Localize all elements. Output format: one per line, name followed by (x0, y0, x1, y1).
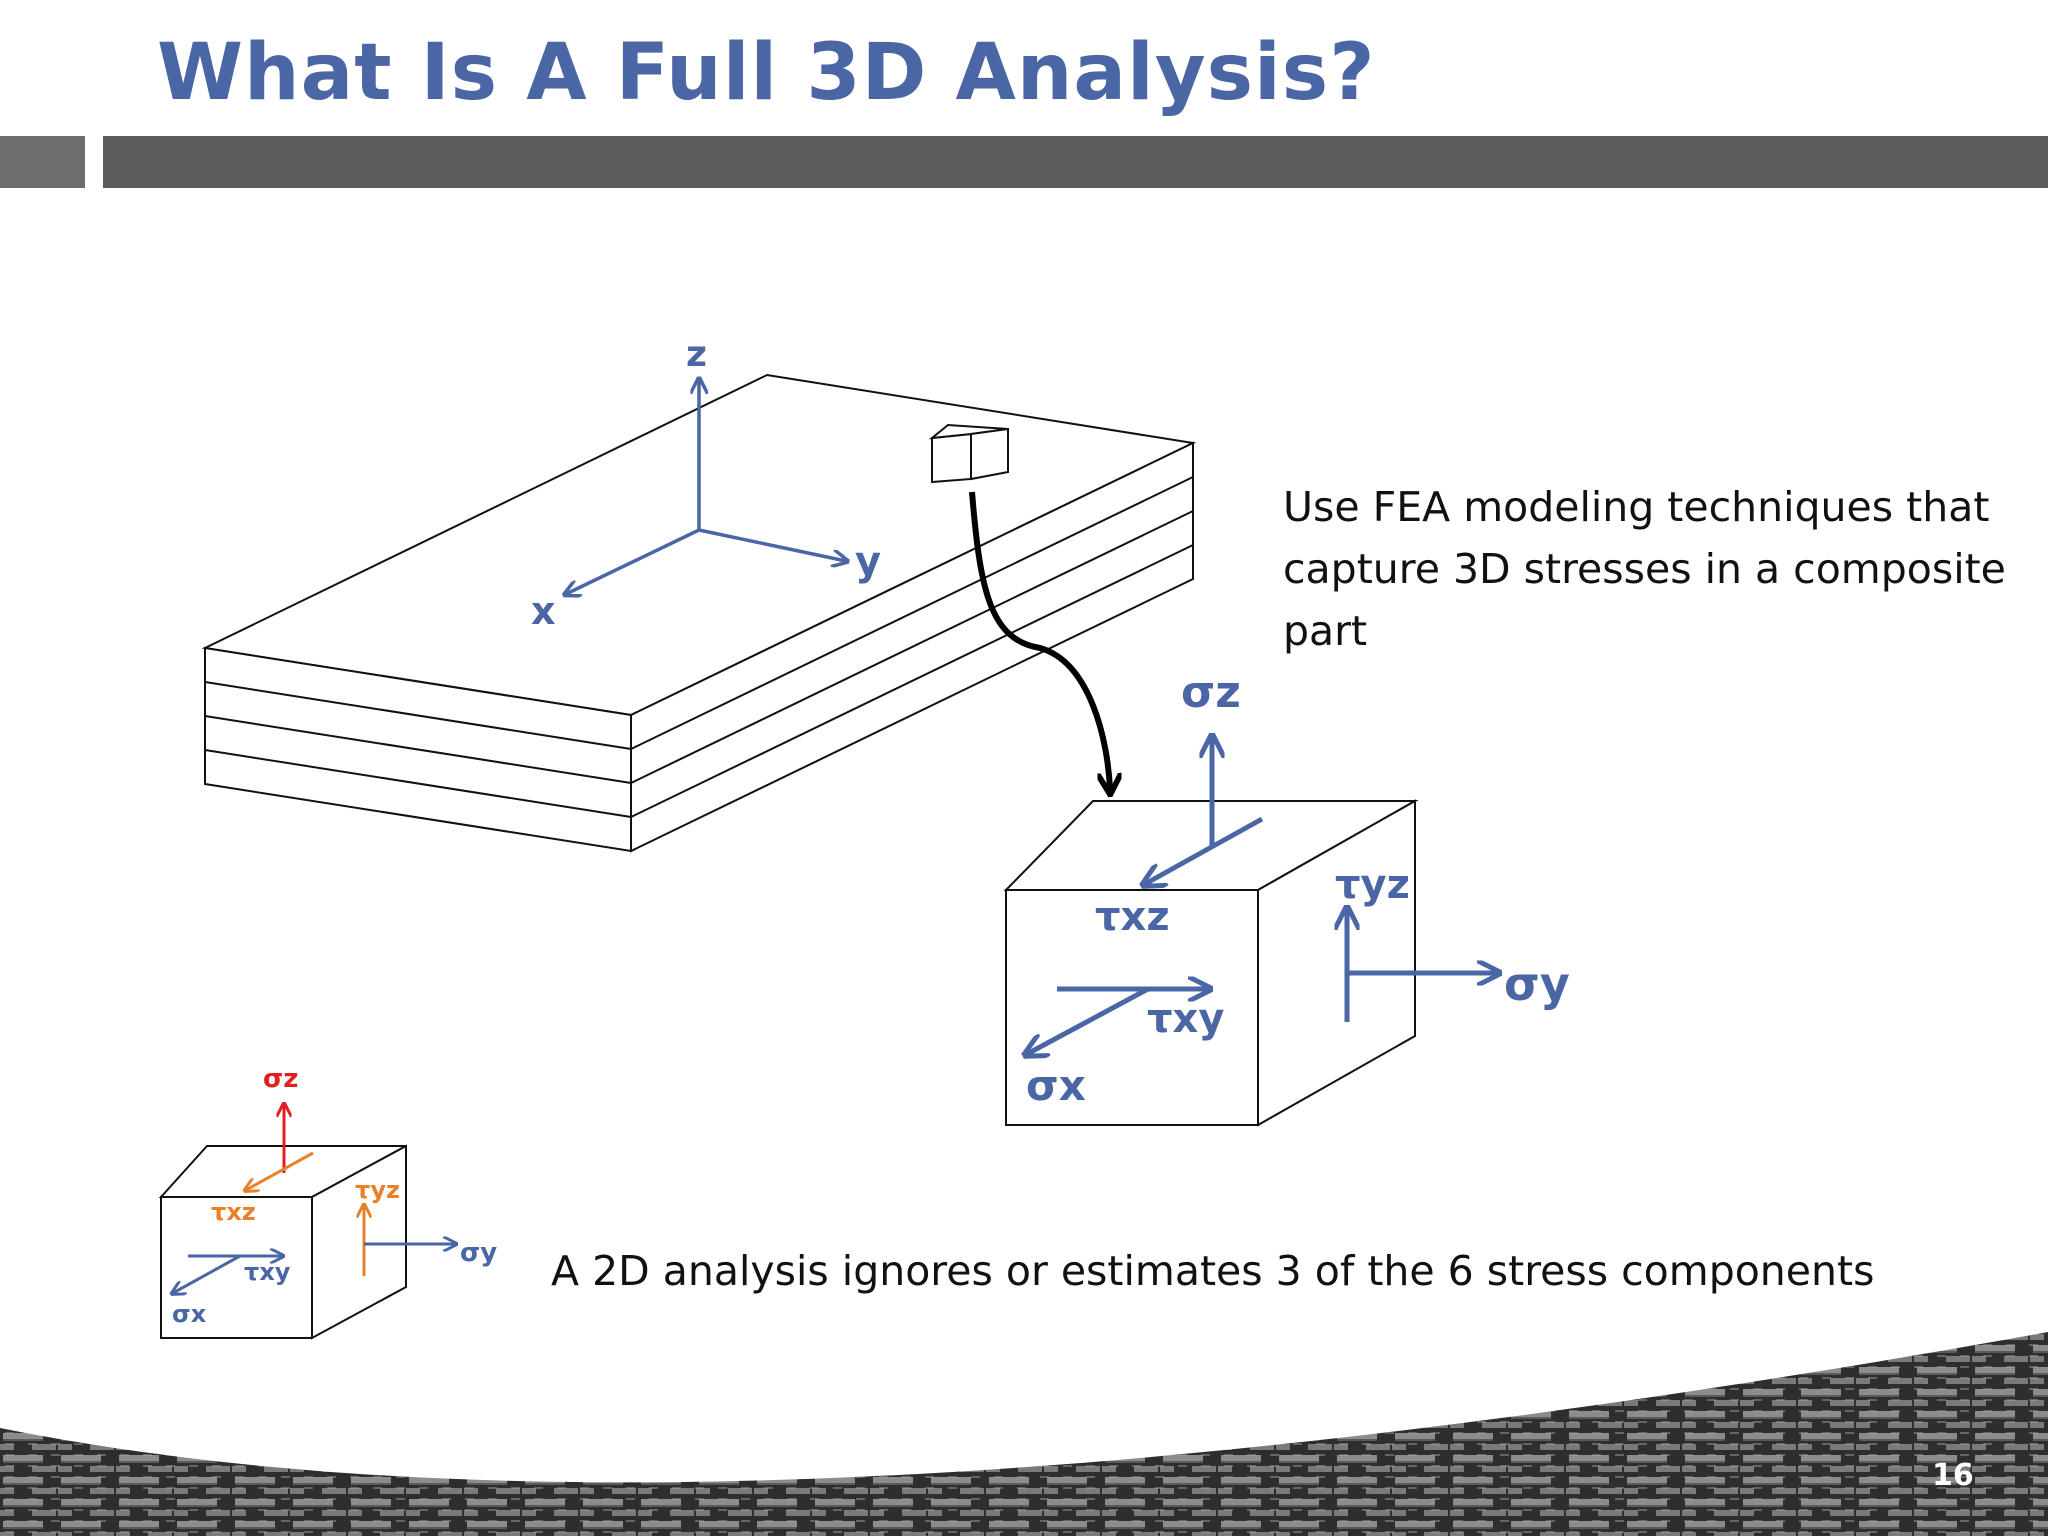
header-bar (103, 136, 2048, 188)
ply-line (204, 749, 632, 818)
zoom-arrow (969, 491, 1110, 790)
carbon-fiber-footer (0, 1332, 2048, 1536)
slide-title: What Is A Full 3D Analysis? (157, 28, 1376, 118)
fea-description: Use FEA modeling techniques that capture… (1283, 483, 2006, 655)
page-number: 16 (1932, 1458, 1974, 1493)
x-axis-arrow (566, 528, 700, 594)
tau-xy-label: τxy (1147, 996, 1224, 1042)
header-bar-accent (0, 136, 85, 188)
y-axis-arrow (698, 528, 846, 561)
z-axis-label: z (686, 334, 707, 375)
y-axis-label: y (855, 539, 881, 585)
sigma-y-label: σy (1504, 957, 1570, 1011)
small-tau-xz-arrow (246, 1151, 314, 1190)
sigma-x-arrow (1027, 986, 1150, 1054)
ply-line (630, 510, 1194, 784)
sigma-z-label: σz (1181, 667, 1241, 718)
tau-yz-label: τyz (1335, 862, 1410, 908)
small-cube-arrows (173, 1105, 455, 1293)
small-tau-xy-label: τxy (244, 1258, 291, 1286)
small-tau-xz-label: τxz (211, 1198, 256, 1226)
stress-cube-large (1003, 799, 1419, 1127)
ply-line (630, 544, 1194, 818)
large-cube-arrows (1027, 738, 1497, 1054)
plate-axes (566, 380, 846, 594)
small-sigma-x-arrow (173, 1254, 241, 1293)
small-tau-yz-label: τyz (355, 1176, 400, 1204)
ply-line (204, 681, 632, 750)
element-cube-small (928, 423, 1009, 484)
stress-cube-small (158, 1144, 407, 1340)
small-sigma-y-label: σy (460, 1238, 497, 1268)
tau-xz-arrow (1145, 816, 1264, 884)
tau-xz-label: τxz (1095, 894, 1170, 940)
x-axis-label: x (531, 589, 556, 633)
cube-side-face (1257, 799, 1416, 1127)
ply-line (630, 476, 1194, 750)
small-sigma-x-label: σx (172, 1300, 207, 1328)
small-sigma-z-label: σz (263, 1064, 298, 1094)
2d-analysis-note: A 2D analysis ignores or estimates 3 of … (551, 1247, 1875, 1295)
sigma-x-label: σx (1026, 1061, 1086, 1110)
ply-line (204, 715, 632, 784)
